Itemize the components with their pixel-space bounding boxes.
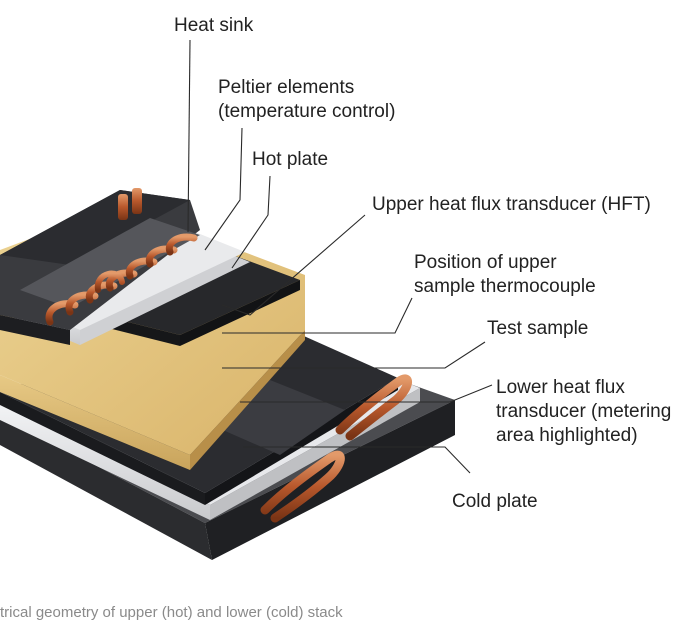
label-lower-hft-line3: area highlighted) (496, 425, 638, 446)
leader-upper-hft (221, 214, 366, 316)
label-hot-plate: Hot plate (252, 149, 329, 170)
label-position-line1: Position of upper (414, 252, 557, 273)
heat-sink-copper-tubes (45, 188, 198, 326)
label-upper-hft: Upper heat flux transducer (HFT) (372, 194, 651, 215)
label-test-sample: Test sample (487, 318, 589, 339)
peltier-elements (20, 218, 200, 308)
leader-cold-plate (243, 446, 471, 474)
lower-copper-handle-2 (260, 450, 345, 523)
label-peltier-line1: Peltier elements (218, 77, 355, 98)
leader-lower-hft (240, 384, 493, 403)
label-heat-sink: Heat sink (174, 15, 254, 36)
label-lower-hft-line2: transducer (metering (496, 401, 672, 422)
label-cold-plate: Cold plate (452, 491, 538, 512)
leader-peltier (204, 127, 243, 251)
leader-heat-sink (187, 39, 191, 233)
leader-lines (187, 39, 493, 474)
leader-position (222, 297, 413, 334)
label-position-line2: sample thermocouple (414, 276, 596, 297)
leader-hot-plate (231, 175, 271, 269)
leader-test-sample (222, 341, 486, 369)
figure-caption: trical geometry of upper (hot) and lower… (0, 604, 343, 621)
label-lower-hft-line1: Lower heat flux (496, 377, 625, 398)
lower-copper-handle-1 (335, 374, 412, 441)
label-peltier-line2: (temperature control) (218, 101, 396, 122)
